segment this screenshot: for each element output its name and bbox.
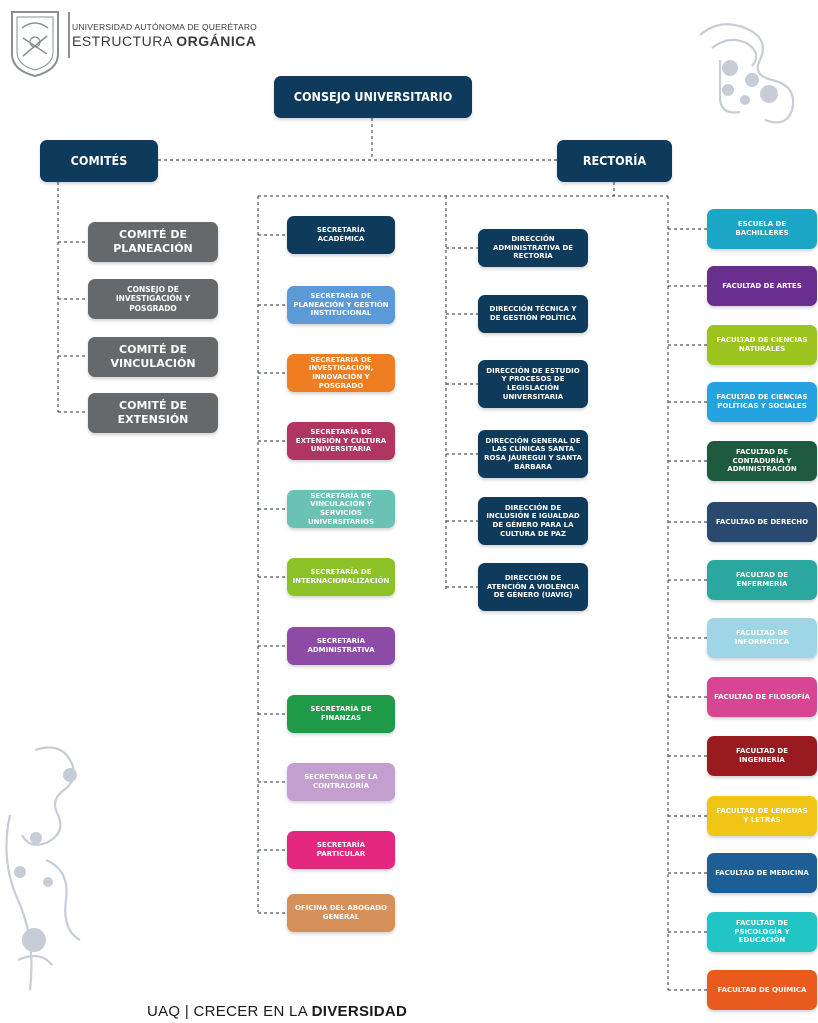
uaq-logo <box>8 8 62 78</box>
secretaria-box: SECRETARÍA ADMINISTRATIVA <box>287 627 395 665</box>
facultad-box-label: FACULTAD DE FILOSOFÍA <box>714 692 810 701</box>
facultad-box-label: FACULTAD DE CIENCIAS NATURALES <box>716 336 808 353</box>
secretaria-box: SECRETARÍA DE FINANZAS <box>287 695 395 733</box>
facultad-box: FACULTAD DE LENGUAS Y LETRAS <box>707 796 817 836</box>
facultad-box-label: FACULTAD DE PSICOLOGÍA Y EDUCACIÓN <box>734 918 790 945</box>
facultad-box: ESCUELA DE BACHILLERES <box>707 209 817 249</box>
facultad-box: FACULTAD DE INFORMÁTICA <box>707 618 817 658</box>
header-divider <box>68 12 70 58</box>
consejo-label: CONSEJO UNIVERSITARIO <box>293 89 453 105</box>
secretaria-box-label: SECRETARÍA ACADÉMICA <box>316 226 366 243</box>
rectoria-box: RECTORÍA <box>557 140 672 182</box>
facultad-box: FACULTAD DE CIENCIAS NATURALES <box>707 325 817 365</box>
facultad-box: FACULTAD DE PSICOLOGÍA Y EDUCACIÓN <box>707 912 817 952</box>
secretaria-box: SECRETARÍA DE INVESTIGACIÓN, INNOVACIÓN … <box>287 354 395 392</box>
facultad-box: FACULTAD DE QUÍMICA <box>707 970 817 1010</box>
direccion-box-label: DIRECCIÓN GENERAL DE LAS CLÍNICAS SANTA … <box>484 436 582 471</box>
direccion-box: DIRECCIÓN ADMINISTRATIVA DE RECTORÍA <box>478 229 588 267</box>
secretaria-box: OFICINA DEL ABOGADO GENERAL <box>287 894 395 932</box>
comites-label: COMITÉS <box>70 153 128 169</box>
facultad-box: FACULTAD DE CONTADURÍA Y ADMINISTRACIÓN <box>707 441 817 481</box>
secretaria-box: SECRETARÍA DE INTERNACIONALIZACIÓN <box>287 558 395 596</box>
secretaria-box-label: OFICINA DEL ABOGADO GENERAL <box>295 904 387 921</box>
direccion-box: DIRECCIÓN GENERAL DE LAS CLÍNICAS SANTA … <box>478 430 588 478</box>
secretaria-box-label: SECRETARÍA DE LA CONTRALORÍA <box>304 773 378 790</box>
secretaria-box-label: SECRETARÍA ADMINISTRATIVA <box>307 637 375 654</box>
page-title-part1: ESTRUCTURA <box>72 33 177 49</box>
header: UNIVERSIDAD AUTÓNOMA DE QUERÉTARO ESTRUC… <box>72 22 257 49</box>
decorative-blob-top-right <box>699 23 795 124</box>
secretaria-box: SECRETARÍA DE VINCULACIÓN Y SERVICIOS UN… <box>287 490 395 528</box>
facultad-box: FACULTAD DE FILOSOFÍA <box>707 677 817 717</box>
direccion-box-label: DIRECCIÓN DE INCLUSIÓN E IGUALDAD DE GÉN… <box>486 503 580 538</box>
uaq-seal-icon <box>11 11 59 78</box>
facultad-box-label: FACULTAD DE LENGUAS Y LETRAS <box>716 807 808 824</box>
secretaria-box-label: SECRETARÍA DE EXTENSIÓN Y CULTURA UNIVER… <box>295 427 387 454</box>
consejo-universitario-box: CONSEJO UNIVERSITARIO <box>274 76 472 118</box>
secretaria-box: SECRETARÍA PARTICULAR <box>287 831 395 869</box>
secretaria-box: SECRETARÍA DE LA CONTRALORÍA <box>287 763 395 801</box>
direccion-box: DIRECCIÓN DE ESTUDIO Y PROCESOS DE LEGIS… <box>478 360 588 408</box>
direccion-box-label: DIRECCIÓN DE ESTUDIO Y PROCESOS DE LEGIS… <box>486 366 580 401</box>
facultad-box: FACULTAD DE MEDICINA <box>707 853 817 893</box>
secretaria-box-label: SECRETARÍA DE FINANZAS <box>310 705 372 722</box>
comite-box-label: CONSEJO DE INVESTIGACIÓN Y POSGRADO <box>115 284 191 313</box>
page-title-part2: ORGÁNICA <box>176 33 257 49</box>
facultad-box: FACULTAD DE INGENIERÍA <box>707 736 817 776</box>
direccion-box: DIRECCIÓN DE ATENCIÓN A VIOLENCIA DE GÉN… <box>478 563 588 611</box>
direccion-box: DIRECCIÓN TÉCNICA Y DE GESTIÓN POLÍTICA <box>478 295 588 333</box>
secretaria-box: SECRETARÍA DE EXTENSIÓN Y CULTURA UNIVER… <box>287 422 395 460</box>
comite-box: COMITÉ DE VINCULACIÓN <box>88 337 218 377</box>
decorative-blob-bottom-left <box>5 746 81 991</box>
facultad-box-label: FACULTAD DE ENFERMERÍA <box>735 571 788 588</box>
footer-slogan: UAQ | CRECER EN LA DIVERSIDAD <box>147 1003 407 1020</box>
comite-box-label: COMITÉ DE PLANEACIÓN <box>113 228 193 255</box>
secretaria-box-label: SECRETARÍA DE INVESTIGACIÓN, INNOVACIÓN … <box>308 355 374 390</box>
direccion-box: DIRECCIÓN DE INCLUSIÓN E IGUALDAD DE GÉN… <box>478 497 588 545</box>
secretaria-box-label: SECRETARÍA PARTICULAR <box>316 841 366 858</box>
facultad-box: FACULTAD DE DERECHO <box>707 502 817 542</box>
facultad-box-label: FACULTAD DE MEDICINA <box>715 868 809 877</box>
footer-part2: DIVERSIDAD <box>311 1003 408 1020</box>
facultad-box: FACULTAD DE CIENCIAS POLÍTICAS Y SOCIALE… <box>707 382 817 422</box>
page-title: ESTRUCTURA ORGÁNICA <box>72 33 257 49</box>
comite-box: CONSEJO DE INVESTIGACIÓN Y POSGRADO <box>88 279 218 319</box>
facultad-box-label: ESCUELA DE BACHILLERES <box>735 220 789 237</box>
comite-box: COMITÉ DE EXTENSIÓN <box>88 393 218 433</box>
comite-box-label: COMITÉ DE EXTENSIÓN <box>117 399 189 426</box>
facultad-box-label: FACULTAD DE DERECHO <box>715 517 809 526</box>
direccion-box-label: DIRECCIÓN TÉCNICA Y DE GESTIÓN POLÍTICA <box>489 305 577 322</box>
facultad-box: FACULTAD DE ARTES <box>707 266 817 306</box>
facultad-box-label: FACULTAD DE CIENCIAS POLÍTICAS Y SOCIALE… <box>716 393 808 410</box>
comite-box-label: COMITÉ DE VINCULACIÓN <box>110 343 196 370</box>
facultad-box-label: FACULTAD DE ARTES <box>722 281 802 290</box>
secretaria-box: SECRETARÍA ACADÉMICA <box>287 216 395 254</box>
university-name: UNIVERSIDAD AUTÓNOMA DE QUERÉTARO <box>72 22 257 32</box>
facultad-box: FACULTAD DE ENFERMERÍA <box>707 560 817 600</box>
facultad-box-label: FACULTAD DE QUÍMICA <box>717 985 807 994</box>
secretaria-box-label: SECRETARÍA DE VINCULACIÓN Y SERVICIOS UN… <box>307 491 375 526</box>
direccion-box-label: DIRECCIÓN ADMINISTRATIVA DE RECTORÍA <box>492 234 574 261</box>
footer-part1: UAQ | CRECER EN LA <box>147 1003 312 1020</box>
rectoria-label: RECTORÍA <box>582 153 647 169</box>
comites-box: COMITÉS <box>40 140 158 182</box>
secretaria-box-label: SECRETARÍA DE INTERNACIONALIZACIÓN <box>292 568 390 585</box>
secretaria-box-label: SECRETARÍA DE PLANEACIÓN Y GESTIÓN INSTI… <box>293 291 389 318</box>
comite-box: COMITÉ DE PLANEACIÓN <box>88 222 218 262</box>
direccion-box-label: DIRECCIÓN DE ATENCIÓN A VIOLENCIA DE GÉN… <box>486 573 580 600</box>
secretaria-box: SECRETARÍA DE PLANEACIÓN Y GESTIÓN INSTI… <box>287 286 395 324</box>
facultad-box-label: FACULTAD DE INFORMÁTICA <box>734 629 790 646</box>
facultad-box-label: FACULTAD DE INGENIERÍA <box>735 747 788 764</box>
facultad-box-label: FACULTAD DE CONTADURÍA Y ADMINISTRACIÓN <box>727 447 797 474</box>
